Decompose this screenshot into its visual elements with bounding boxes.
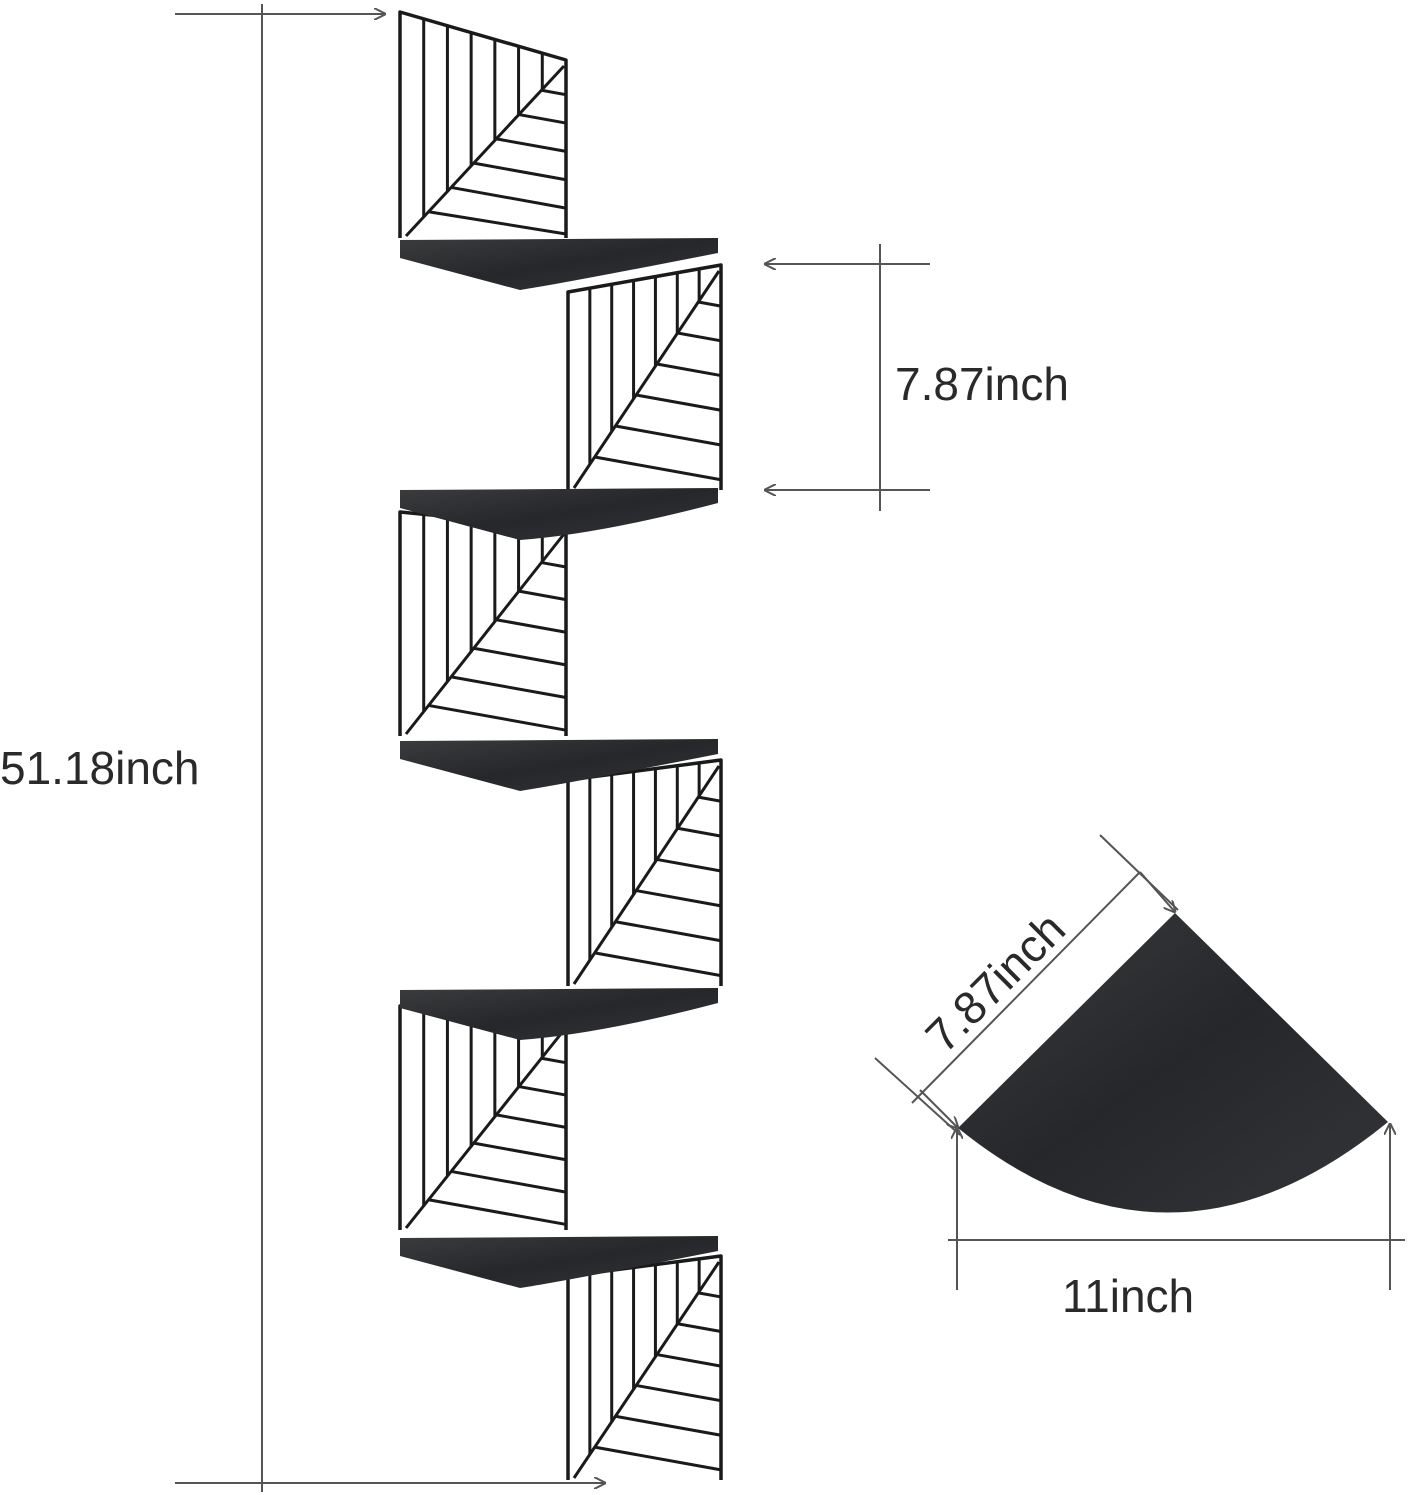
wire-panel-frame: [566, 758, 723, 986]
wire-panel-rib: [518, 589, 567, 602]
wire-panel-rib: [677, 331, 722, 343]
wire-panel-rib: [541, 88, 567, 97]
wire-panel-rib: [698, 1291, 722, 1299]
wire-panel-rib: [450, 675, 567, 700]
wire-panel-spine: [404, 1029, 566, 1229]
wire-panel-rib: [496, 618, 567, 634]
wire-panel-spine: [572, 1261, 721, 1479]
wire-panel-rib: [615, 920, 722, 943]
wire-panel-rib: [541, 1056, 567, 1065]
wire-panel-rib: [635, 393, 722, 412]
wooden-shelf-board: [400, 988, 718, 1040]
total-height-label: 51.18inch: [0, 742, 200, 794]
wooden-shelf-board: [400, 1236, 718, 1288]
wire-panel-rib: [615, 1414, 722, 1437]
wire-panel-rib: [635, 889, 722, 908]
wire-panel-rib: [518, 1085, 567, 1097]
wire-panel-rib: [594, 951, 722, 978]
wire-panel-rib: [450, 185, 567, 210]
wooden-shelf-board: [400, 238, 718, 290]
wire-panel-rib: [594, 455, 722, 482]
wire-panel-rib: [496, 1113, 567, 1129]
shelf-depth-dimension: [874, 834, 1179, 1136]
wire-panel-rib: [473, 1141, 567, 1162]
wire-panel-rib: [473, 161, 567, 182]
wire-panel-rib: [450, 1169, 567, 1194]
wire-panel-rib: [656, 1353, 722, 1368]
shelf-top-view: [958, 913, 1388, 1213]
wire-panel-rib: [677, 826, 722, 838]
wire-panel-frame: [398, 10, 568, 238]
total-height-dimension: [175, 4, 605, 1492]
depth-arrow-right: [1139, 871, 1175, 912]
wire-panel-rib: [656, 857, 722, 873]
wire-panel-rib: [698, 300, 722, 308]
depth-arrow-left: [919, 1089, 958, 1128]
wire-panel-rib: [677, 1322, 722, 1334]
wire-panel-spine: [404, 64, 566, 238]
wire-panel-rib: [656, 362, 722, 378]
wire-panel-spine: [404, 533, 566, 735]
wooden-shelf-board: [400, 488, 718, 540]
wire-panel-rib: [635, 1383, 722, 1403]
wire-panel-rib: [615, 424, 722, 447]
tier-spacing-label: 7.87inch: [895, 358, 1069, 410]
shelf-width-dimension: [948, 1124, 1405, 1290]
wire-panel-rib: [428, 210, 567, 236]
wire-panel-spine: [572, 765, 721, 985]
wire-panel-frame: [566, 263, 723, 490]
wire-panel-rib: [473, 646, 567, 667]
wire-panel-rib: [698, 795, 722, 803]
wire-panel-rib: [428, 703, 567, 732]
wire-panel-rib: [594, 1445, 722, 1472]
wire-panel-rib: [518, 113, 567, 125]
shelf-width-label: 11inch: [1062, 1270, 1194, 1322]
wire-panel-frame: [566, 1254, 723, 1480]
wire-panel-rib: [541, 561, 567, 569]
corner-shelf-unit: [398, 10, 723, 1480]
wire-panel-rib: [496, 137, 567, 153]
depth-line: [911, 871, 1141, 1104]
wooden-shelf-board: [400, 739, 718, 791]
tier-spacing-dimension: [765, 244, 930, 511]
wire-panel-spine: [572, 270, 721, 489]
wire-panel-rib: [428, 1198, 567, 1226]
